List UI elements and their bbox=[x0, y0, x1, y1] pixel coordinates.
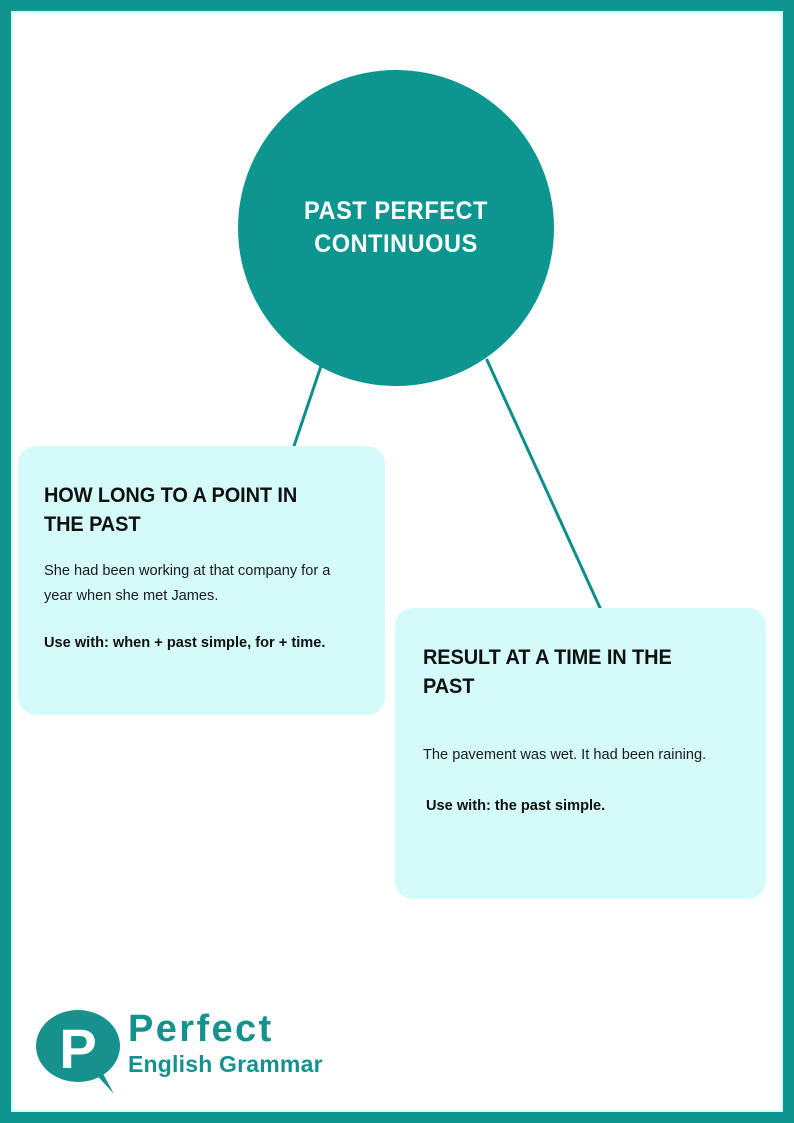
logo-wordmark: Perfect English Grammar bbox=[128, 1010, 323, 1077]
connector-line-right bbox=[485, 358, 603, 612]
speech-bubble-icon: P bbox=[36, 1010, 120, 1094]
card-title: RESULT AT A TIME IN THE PAST bbox=[423, 646, 672, 698]
card-example-sentence: She had been working at that company for… bbox=[44, 563, 331, 605]
connector-line-left bbox=[290, 364, 323, 454]
card-example-sentence: The pavement was wet. It had been rainin… bbox=[423, 747, 707, 764]
hub-title: PAST PERFECT CONTINUOUS bbox=[304, 197, 488, 258]
card-title: HOW LONG TO A POINT IN THE PAST bbox=[44, 484, 298, 536]
card-usage-note: Use with: the past simple. bbox=[426, 798, 606, 815]
logo-line-perfect: Perfect bbox=[128, 1008, 274, 1050]
brand-logo: P Perfect English Grammar bbox=[36, 1006, 336, 1094]
logo-line-english-grammar: English Grammar bbox=[128, 1050, 323, 1077]
svg-text:P: P bbox=[59, 1017, 96, 1080]
card-usage-note: Use with: when + past simple, for + time… bbox=[44, 635, 326, 652]
use-case-card-result: RESULT AT A TIME IN THE PAST The pavemen… bbox=[395, 608, 766, 899]
use-case-card-how-long: HOW LONG TO A POINT IN THE PAST She had … bbox=[18, 446, 385, 715]
hub-circle: PAST PERFECT CONTINUOUS bbox=[238, 70, 554, 386]
